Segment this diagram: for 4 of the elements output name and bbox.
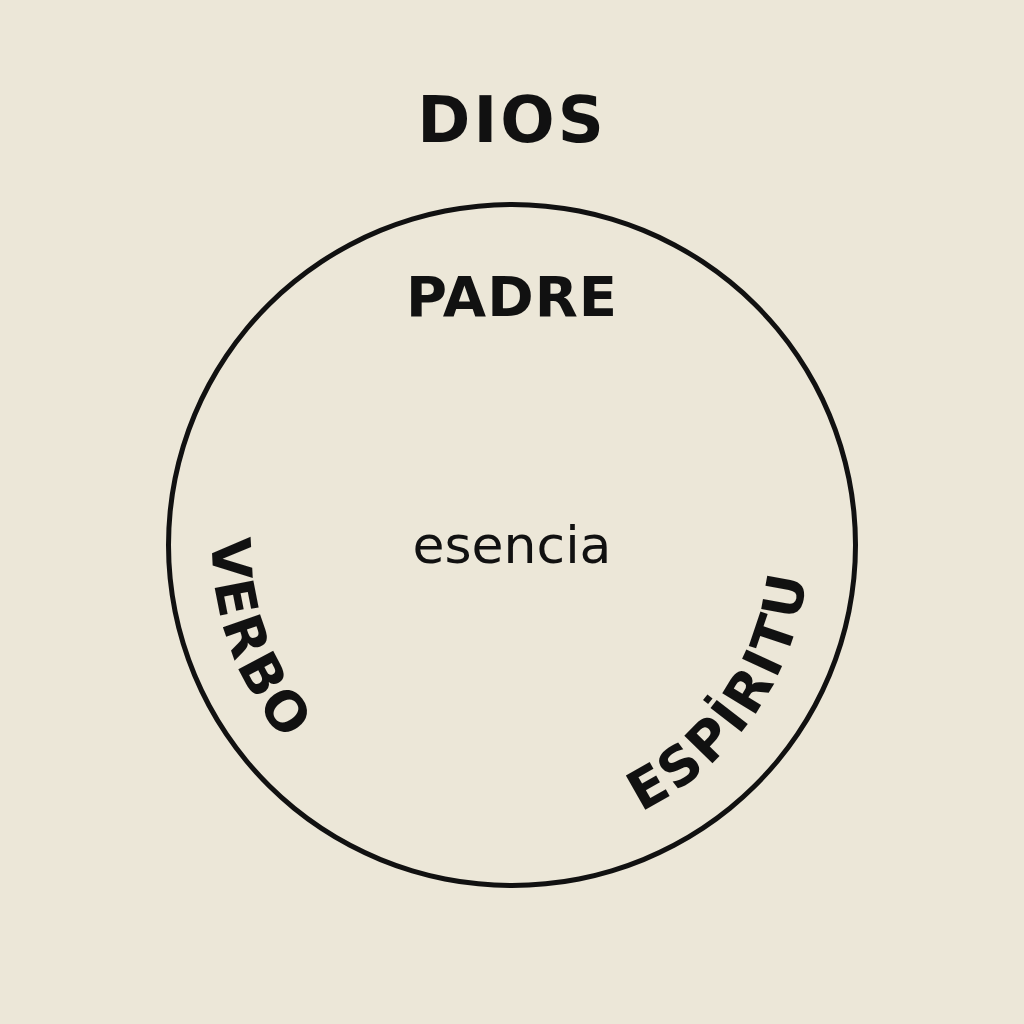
circle bbox=[166, 202, 858, 888]
center-label: esencia bbox=[412, 519, 612, 571]
title: DIOS bbox=[417, 88, 607, 152]
circle-top-label: PADRE bbox=[405, 269, 619, 325]
